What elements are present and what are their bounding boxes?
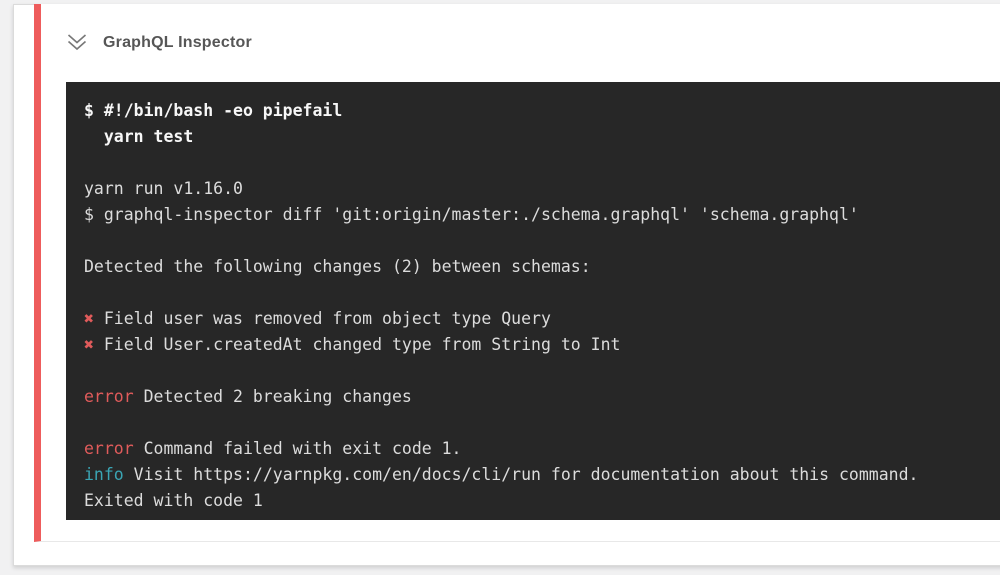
terminal-text-segment: $ graphql-inspector diff 'git:origin/mas… bbox=[84, 205, 859, 224]
terminal-line: Detected the following changes (2) betwe… bbox=[84, 254, 1000, 280]
terminal-line: yarn run v1.16.0 bbox=[84, 176, 1000, 202]
terminal-text-segment: yarn run v1.16.0 bbox=[84, 179, 243, 198]
terminal-line: $ #!/bin/bash -eo pipefail bbox=[84, 98, 1000, 124]
terminal-line: Exited with code 1 bbox=[84, 488, 1000, 514]
x-mark-icon: ✖ bbox=[84, 335, 94, 354]
terminal-line bbox=[84, 410, 1000, 436]
terminal-text-segment: error bbox=[84, 439, 134, 458]
terminal-text-segment: Detected the following changes (2) betwe… bbox=[84, 257, 591, 276]
terminal-text-segment: info bbox=[84, 465, 124, 484]
terminal-text-segment: $ #!/bin/bash -eo pipefail bbox=[84, 101, 343, 120]
x-mark-icon: ✖ bbox=[84, 309, 94, 328]
terminal-text-segment: Field user was removed from object type … bbox=[93, 309, 551, 328]
terminal-line: info Visit https://yarnpkg.com/en/docs/c… bbox=[84, 462, 1000, 488]
terminal-text-segment: Detected 2 breaking changes bbox=[133, 387, 412, 406]
terminal-text-segment: Command failed with exit code 1. bbox=[133, 439, 462, 458]
build-step-card: GraphQL Inspector $ #!/bin/bash -eo pipe… bbox=[13, 4, 1000, 566]
terminal-line: ✖ Field user was removed from object typ… bbox=[84, 306, 1000, 332]
terminal-line bbox=[84, 228, 1000, 254]
terminal-output[interactable]: $ #!/bin/bash -eo pipefail yarn test yar… bbox=[66, 82, 1000, 520]
terminal-line bbox=[84, 280, 1000, 306]
terminal-line: $ graphql-inspector diff 'git:origin/mas… bbox=[84, 202, 1000, 228]
terminal-line: error Detected 2 breaking changes bbox=[84, 384, 1000, 410]
terminal-text-segment: yarn test bbox=[84, 127, 194, 146]
terminal-line: yarn test bbox=[84, 124, 1000, 150]
terminal-line: ✖ Field User.createdAt changed type from… bbox=[84, 332, 1000, 358]
terminal-text-segment: Field User.createdAt changed type from S… bbox=[93, 335, 621, 354]
step-section-graphql-inspector: GraphQL Inspector $ #!/bin/bash -eo pipe… bbox=[34, 4, 1000, 542]
terminal-line bbox=[84, 358, 1000, 384]
terminal-text-segment: Visit https://yarnpkg.com/en/docs/cli/ru… bbox=[123, 465, 919, 484]
terminal-line bbox=[84, 150, 1000, 176]
step-title: GraphQL Inspector bbox=[103, 34, 252, 51]
collapse-double-chevron-down-icon[interactable] bbox=[65, 32, 89, 54]
terminal-line: error Command failed with exit code 1. bbox=[84, 436, 1000, 462]
terminal-text-segment: Exited with code 1 bbox=[84, 491, 263, 510]
terminal-text-segment: error bbox=[84, 387, 134, 406]
step-header[interactable]: GraphQL Inspector bbox=[65, 4, 252, 82]
